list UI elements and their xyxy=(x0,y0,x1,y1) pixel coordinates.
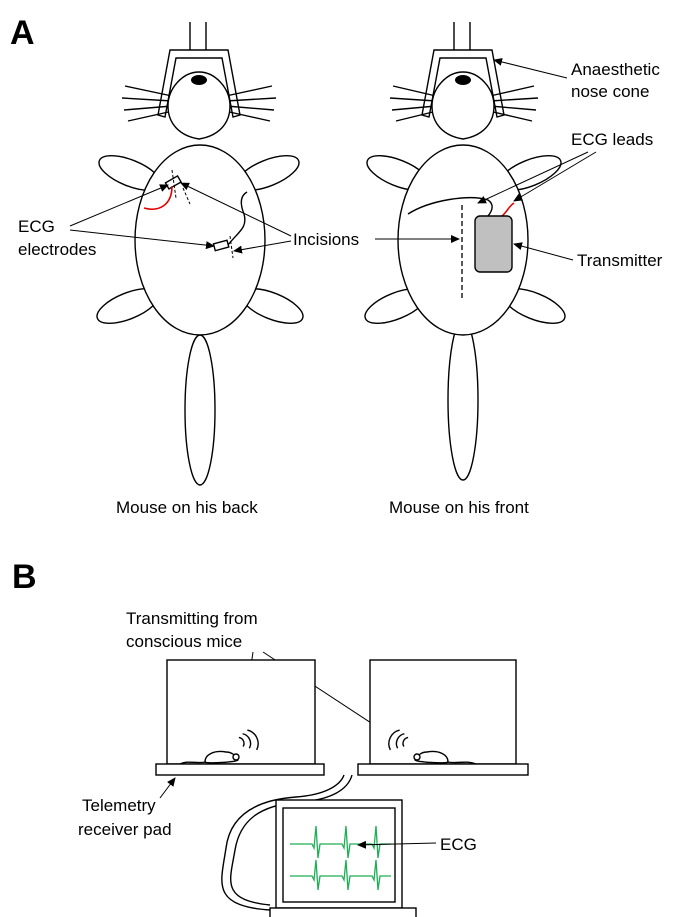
ecg-label-text: ECG xyxy=(440,835,477,854)
transmitting-label-line1: Transmitting from xyxy=(126,609,258,628)
transmitting-label-line2: conscious mice xyxy=(126,632,242,651)
receiver-label-line2: receiver pad xyxy=(78,820,172,839)
panel-b-label: B xyxy=(12,558,37,596)
nose-cone-label: Anaesthetic nose cone xyxy=(494,60,660,101)
cage-right xyxy=(358,660,528,775)
ecg-electrodes-label-line2: electrodes xyxy=(18,240,96,259)
tail-front xyxy=(448,320,478,480)
transmitter-device xyxy=(475,216,512,272)
nose-cone-label-line1: Anaesthetic xyxy=(571,60,660,79)
ecg-leads-label-text: ECG leads xyxy=(571,130,653,149)
transmitter-label-text: Transmitter xyxy=(577,251,663,270)
caption-mouse-front: Mouse on his front xyxy=(389,498,529,517)
torso-back xyxy=(135,145,265,335)
receiver-pad-left xyxy=(156,764,324,775)
panel-a-label: A xyxy=(10,14,35,52)
tail-back xyxy=(185,335,215,485)
ecg-electrodes-label-line1: ECG xyxy=(18,217,55,236)
caption-mouse-back: Mouse on his back xyxy=(116,498,258,517)
ecg-monitor xyxy=(270,800,416,917)
receiver-label-line1: Telemetry xyxy=(82,796,156,815)
transmitter-label: Transmitter xyxy=(514,244,663,270)
nose-cone-label-line2: nose cone xyxy=(571,82,649,101)
incisions-label-text: Incisions xyxy=(293,230,359,249)
cage-left xyxy=(156,660,324,775)
mouse-on-back xyxy=(93,22,308,485)
receiver-label: Telemetry receiver pad xyxy=(78,778,175,839)
receiver-pad-right xyxy=(358,764,528,775)
